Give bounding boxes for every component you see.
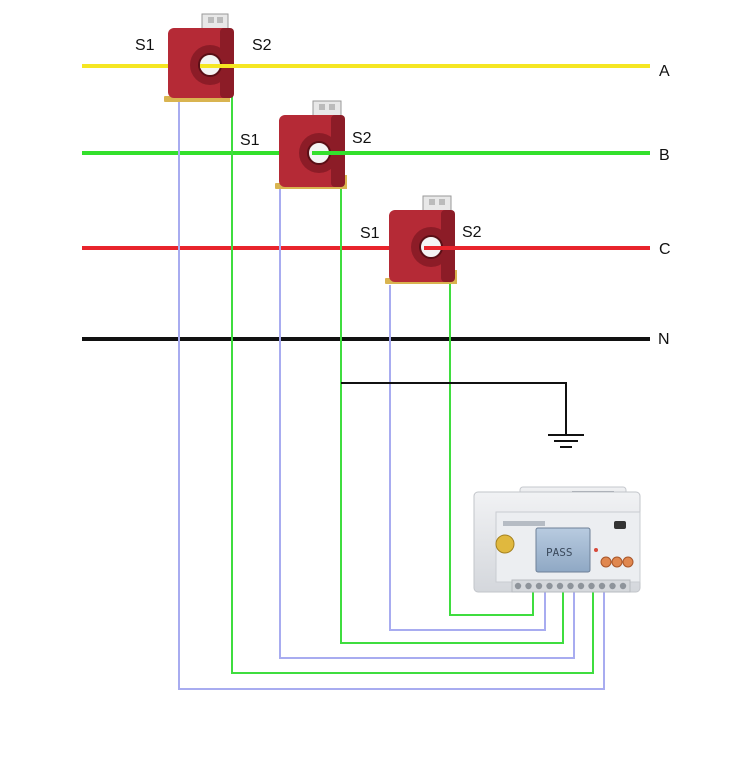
bus-lines bbox=[82, 64, 650, 341]
current-transformer-b bbox=[275, 100, 347, 189]
meter-terminal-screw bbox=[619, 582, 627, 590]
meter-terminal-screw bbox=[598, 582, 606, 590]
meter-terminal-screw bbox=[577, 582, 585, 590]
ct-terminal-screw bbox=[208, 17, 214, 23]
ct-terminal-screw bbox=[217, 17, 223, 23]
meter-terminal-screw bbox=[588, 582, 595, 590]
meter-terminal-screw bbox=[556, 582, 564, 590]
wire-s2-c bbox=[449, 274, 534, 616]
ct-c-s2-label: S2 bbox=[462, 224, 482, 241]
ct-terminal-labels: S1 S2 S1 S2 S1 S2 bbox=[135, 37, 482, 242]
meter-lcd-screen bbox=[535, 527, 591, 573]
ct-a-s2-label: S2 bbox=[252, 37, 272, 54]
meter-brand-badge bbox=[495, 534, 515, 554]
phase-label-b: B bbox=[659, 147, 670, 164]
meter-lcd-text: PASS bbox=[546, 546, 573, 559]
ct-terminal-box bbox=[422, 195, 452, 213]
meter-button[interactable] bbox=[611, 556, 623, 568]
s1-wires bbox=[178, 98, 605, 690]
energy-meter: PASS bbox=[473, 486, 641, 593]
ct-c-s1-label: S1 bbox=[360, 225, 380, 242]
meter-ir-port bbox=[614, 521, 626, 529]
phase-label-c: C bbox=[659, 241, 671, 258]
meter-button[interactable] bbox=[600, 556, 612, 568]
meter-terminal-screw bbox=[525, 582, 532, 590]
meter-led bbox=[594, 548, 598, 552]
meter-terminal-screw bbox=[546, 582, 553, 590]
current-transformer-c bbox=[385, 195, 457, 284]
wire-s2-a bbox=[231, 90, 594, 674]
ct-terminal-screw bbox=[319, 104, 325, 110]
ct-terminal-box bbox=[312, 100, 342, 118]
current-transformer-a bbox=[164, 13, 234, 102]
phase-labels: A B C N bbox=[658, 63, 671, 348]
wire-s1-a bbox=[178, 98, 605, 690]
meter-terminal-screws bbox=[514, 582, 627, 590]
wire-s1-c bbox=[389, 285, 546, 631]
ct-terminal-screw bbox=[429, 199, 435, 205]
phase-label-n: N bbox=[658, 331, 670, 348]
ct-terminal-screw bbox=[329, 104, 335, 110]
meter-terminal-screw bbox=[535, 582, 543, 590]
wire-s2-b bbox=[340, 180, 564, 644]
meter-label-strip bbox=[503, 521, 545, 526]
s2-wires bbox=[231, 90, 594, 674]
ground-wire bbox=[341, 382, 567, 434]
ground-connection bbox=[341, 382, 584, 448]
ct-b-s2-label: S2 bbox=[352, 130, 372, 147]
meter-terminal-screw bbox=[514, 582, 522, 590]
meter-terminal-screw bbox=[567, 582, 574, 590]
meter-button[interactable] bbox=[622, 556, 634, 568]
ct-terminal-screw bbox=[439, 199, 445, 205]
meter-terminal-screw bbox=[609, 582, 616, 590]
wire-s1-b bbox=[279, 188, 575, 659]
ct-b-s1-label: S1 bbox=[240, 132, 260, 149]
ct-terminal-box bbox=[201, 13, 229, 31]
ct-a-s1-label: S1 bbox=[135, 37, 155, 54]
phase-label-a: A bbox=[659, 63, 670, 80]
